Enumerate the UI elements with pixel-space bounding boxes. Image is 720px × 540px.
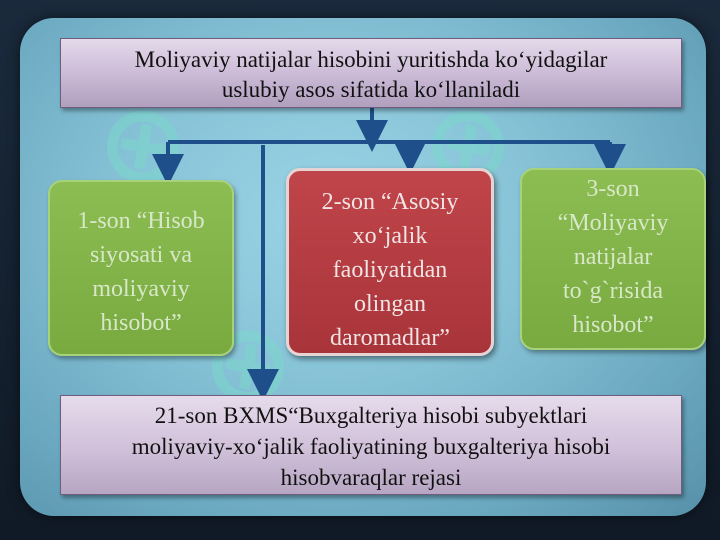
top-heading-box: Moliyaviy natijalar hisobini yuritishda … xyxy=(60,38,682,108)
card-line: “Moliyaviy xyxy=(557,210,669,236)
card-line: 3-son xyxy=(586,176,640,202)
card-line: 2-son “Asosiy xyxy=(321,189,459,215)
bottom-line1: 21-son BXMS“Buxgalteriya hisobi subyektl… xyxy=(154,403,588,428)
card-line: moliyaviy xyxy=(92,276,190,302)
standard-1-card: 1-son “Hisob siyosati va moliyaviy hisob… xyxy=(48,180,234,356)
card-line: faoliyatidan xyxy=(332,257,448,283)
standard-3-card: 3-son “Moliyaviy natijalar to`g`risida h… xyxy=(520,168,706,350)
top-heading-line1: Moliyaviy natijalar hisobini yuritishda … xyxy=(134,47,608,72)
card-line: siyosati va xyxy=(90,242,192,268)
card-line: olingan xyxy=(354,291,426,317)
card-line: hisobot” xyxy=(100,310,182,336)
card-line: daromadlar” xyxy=(330,325,450,351)
standard-2-card: 2-son “Asosiy xo‘jalik faoliyatidan olin… xyxy=(286,168,494,356)
card-line: hisobot” xyxy=(572,312,654,338)
card-line: natijalar xyxy=(573,244,653,270)
bottom-standard-box: 21-son BXMS“Buxgalteriya hisobi subyektl… xyxy=(60,395,682,495)
bottom-line2: moliyaviy-xo‘jalik faoliyatining buxgalt… xyxy=(131,434,611,459)
card-line: xo‘jalik xyxy=(352,223,428,249)
card-line: 1-son “Hisob xyxy=(77,208,205,234)
top-heading-line2: uslubiy asos sifatida ko‘llaniladi xyxy=(221,77,521,102)
bottom-line3: hisobvaraqlar rejasi xyxy=(280,465,462,490)
card-line: to`g`risida xyxy=(563,278,663,304)
